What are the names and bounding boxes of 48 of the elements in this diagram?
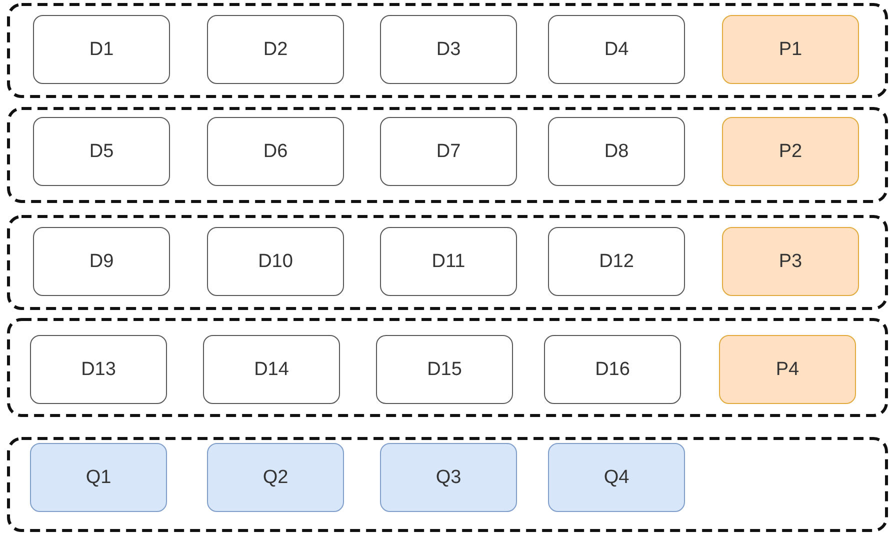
box-label: D15 <box>427 358 462 380</box>
process-box <box>30 335 167 404</box>
box-label: P4 <box>776 358 800 380</box>
process-box <box>33 227 170 296</box>
box-label: D9 <box>89 250 114 272</box>
process-box <box>722 15 859 84</box>
box-label: D5 <box>89 140 114 162</box>
box-label: Q4 <box>604 466 630 488</box>
box-label: D14 <box>254 358 289 380</box>
box-label: D8 <box>604 140 629 162</box>
process-box <box>722 117 859 186</box>
process-box <box>548 443 685 512</box>
process-box <box>376 335 513 404</box>
process-box <box>722 227 859 296</box>
process-box <box>548 15 685 84</box>
process-box <box>548 227 685 296</box>
process-box <box>30 443 167 512</box>
process-box <box>207 443 344 512</box>
box-label: D10 <box>258 250 293 272</box>
process-box <box>33 15 170 84</box>
box-label: D7 <box>436 140 461 162</box>
box-label: D13 <box>81 358 116 380</box>
box-label: D16 <box>595 358 630 380</box>
box-label: D3 <box>436 38 461 60</box>
process-box <box>203 335 340 404</box>
box-label: P3 <box>778 250 802 272</box>
process-box <box>380 117 517 186</box>
box-label: Q1 <box>86 466 112 488</box>
process-box <box>207 227 344 296</box>
box-label: Q2 <box>262 466 288 488</box>
box-label: D2 <box>263 38 288 60</box>
box-label: D11 <box>432 250 466 272</box>
box-label: D12 <box>599 250 634 272</box>
process-box <box>207 117 344 186</box>
box-label: D1 <box>89 38 114 60</box>
box-label: P2 <box>778 140 802 162</box>
process-box <box>719 335 856 404</box>
box-label: D4 <box>604 38 629 60</box>
box-label: D6 <box>263 140 288 162</box>
process-box <box>207 15 344 84</box>
process-box <box>380 227 517 296</box>
process-box <box>33 117 170 186</box>
process-box <box>380 443 517 512</box>
process-box <box>544 335 681 404</box>
process-box <box>380 15 517 84</box>
box-label: Q3 <box>436 466 462 488</box>
process-box <box>548 117 685 186</box>
box-label: P1 <box>778 38 802 60</box>
